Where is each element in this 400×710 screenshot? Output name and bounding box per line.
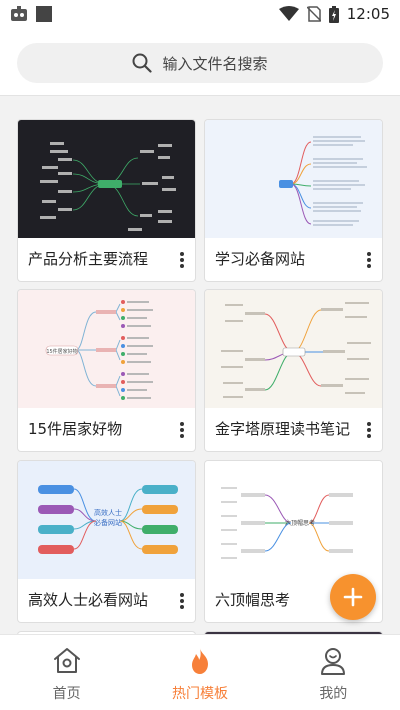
status-time: 12:05	[346, 5, 390, 23]
user-icon	[321, 648, 346, 675]
flame-icon	[191, 648, 208, 674]
template-thumbnail	[205, 290, 382, 408]
nav-item-profile[interactable]: 我的	[267, 635, 400, 710]
template-title: 15件居家好物	[28, 420, 123, 438]
more-options-button[interactable]	[175, 250, 189, 270]
nav-label: 首页	[52, 686, 81, 702]
template-thumbnail: 高效人士 必备网站	[18, 461, 195, 579]
bottom-navigation: 首页 热门模板 我的	[0, 634, 400, 710]
template-title: 金字塔原理读书笔记	[215, 420, 351, 438]
plus-icon	[343, 587, 363, 607]
template-card[interactable]: 学习必备网站	[205, 120, 382, 281]
home-icon	[53, 648, 80, 673]
template-card[interactable]: 高效人士 必备网站 高效人士必看网站	[18, 461, 195, 622]
nav-label: 热门模板	[171, 686, 228, 702]
nav-item-templates[interactable]: 热门模板	[133, 635, 266, 710]
thumbnail-center-label: 六顶帽思考	[285, 519, 315, 527]
template-title: 学习必备网站	[215, 250, 306, 268]
more-options-button[interactable]	[175, 591, 189, 611]
nav-label: 我的	[319, 686, 348, 702]
template-title: 六顶帽思考	[215, 591, 291, 609]
template-thumbnail	[18, 120, 195, 238]
template-card[interactable]: 15件居家好物 15件居家好物	[18, 290, 195, 451]
status-bar: 12:05	[0, 0, 400, 28]
square-notification-icon	[36, 6, 52, 22]
add-button[interactable]	[330, 574, 376, 620]
template-thumbnail: 15件居家好物	[18, 290, 195, 408]
template-card[interactable]	[205, 632, 382, 634]
template-title: 产品分析主要流程	[28, 250, 149, 268]
app-notification-icon	[11, 6, 27, 21]
no-sim-icon	[306, 6, 321, 22]
more-options-button[interactable]	[362, 250, 376, 270]
template-title: 高效人士必看网站	[28, 591, 149, 609]
search-placeholder: 输入文件名搜索	[162, 54, 268, 73]
thumbnail-center-label: 15件居家好物	[46, 348, 77, 355]
template-thumbnail: 六顶帽思考	[205, 461, 382, 579]
template-grid[interactable]: 产品分析主要流程 学习必备网站	[0, 96, 400, 634]
thumbnail-center-line2: 必备网站	[94, 518, 122, 527]
search-icon	[132, 53, 153, 73]
more-options-button[interactable]	[362, 420, 376, 440]
template-thumbnail	[205, 120, 382, 238]
battery-charging-icon	[328, 5, 339, 23]
template-card[interactable]: 金字塔原理读书笔记	[205, 290, 382, 451]
nav-item-home[interactable]: 首页	[0, 635, 133, 710]
template-card[interactable]: 产品分析主要流程	[18, 120, 195, 281]
template-card[interactable]	[18, 632, 195, 634]
more-options-button[interactable]	[175, 420, 189, 440]
search-input[interactable]: 输入文件名搜索	[17, 43, 383, 83]
search-header: 输入文件名搜索	[0, 28, 400, 96]
wifi-icon	[278, 6, 299, 21]
thumbnail-center-line1: 高效人士	[94, 508, 122, 517]
